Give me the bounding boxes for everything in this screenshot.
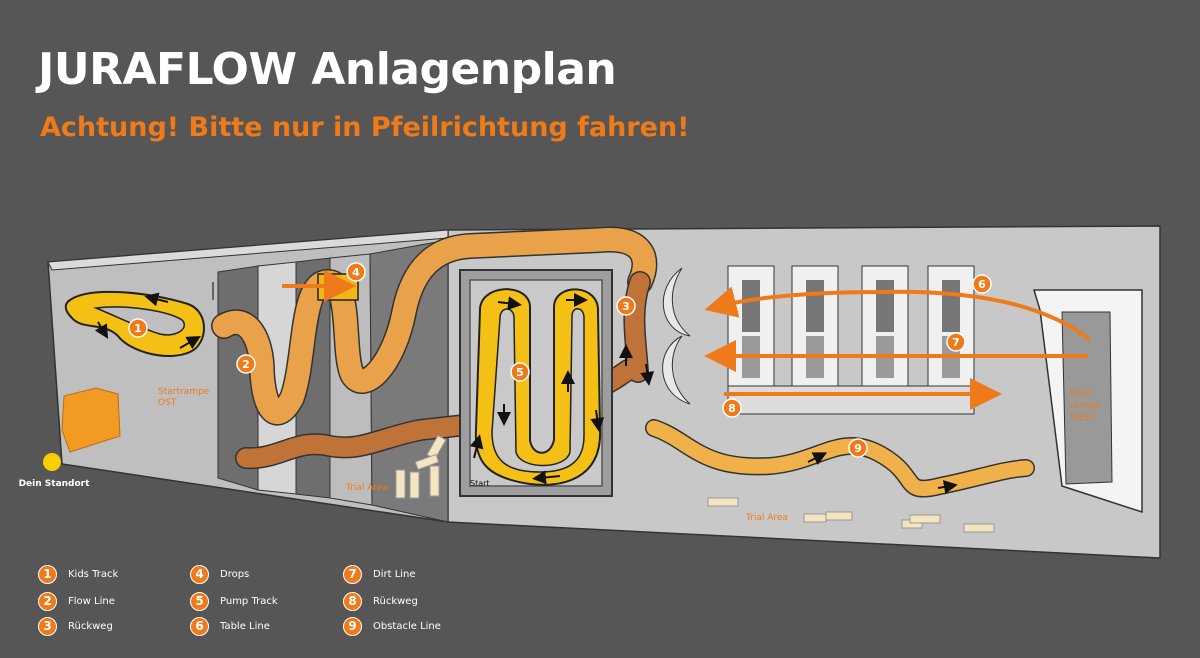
legend-item-6: 6 Table Line: [190, 616, 270, 636]
svg-text:6: 6: [978, 278, 986, 291]
legend-label: Table Line: [220, 620, 270, 632]
svg-text:2: 2: [242, 358, 250, 371]
table-line-arrow: [704, 286, 1092, 342]
legend-label: Flow Line: [68, 595, 115, 607]
svg-text:1: 1: [134, 322, 142, 335]
legend-label: Kids Track: [68, 568, 119, 580]
legend-number: 9: [343, 616, 362, 636]
map-marker-4: 4: [346, 262, 366, 282]
map-subtitle: Achtung! Bitte nur in Pfeilrichtung fahr…: [40, 112, 690, 143]
map-marker-5: 5: [510, 362, 530, 382]
legend-number: 4: [190, 564, 209, 584]
dein-standort-label: Dein Standort: [19, 479, 91, 489]
legend-item-5: 5 Pump Track: [190, 591, 278, 611]
legend-item-4: 4 Drops: [190, 564, 249, 584]
map-marker-3: 3: [616, 296, 636, 316]
map-marker-2: 2: [236, 354, 256, 374]
legend-item-2: 2 Flow Line: [38, 591, 115, 611]
trial-area-1-label: Trial Area: [345, 483, 388, 493]
standort-dot: [43, 453, 61, 471]
svg-text:9: 9: [854, 442, 862, 455]
legend-label: Obstacle Line: [373, 620, 441, 632]
legend-label: Rückweg: [373, 595, 418, 607]
legend-label: Drops: [220, 568, 250, 580]
startrampe-ost: [61, 387, 121, 453]
legend-item-9: 9 Obstacle Line: [343, 616, 441, 636]
trial-area-2-label: Trial Area: [745, 513, 788, 523]
legend-number: 3: [38, 616, 57, 636]
map-markers: 1 2 3 4 5 6 7 8 9: [128, 262, 992, 458]
berms: [662, 267, 691, 405]
map-marker-7: 7: [946, 332, 966, 352]
trial-area-1-obstacles: [395, 434, 447, 499]
legend-item-8: 8 Rückweg: [343, 591, 418, 611]
start-label: Start: [470, 479, 490, 488]
legend-label: Rückweg: [68, 620, 113, 632]
legend-number: 8: [343, 591, 362, 611]
map-title: JURAFLOW Anlagenplan: [38, 44, 617, 95]
legend-number: 5: [190, 591, 209, 611]
svg-text:5: 5: [516, 366, 524, 379]
legend-item-1: 1 Kids Track: [38, 564, 118, 584]
svg-text:4: 4: [352, 266, 360, 279]
svg-text:7: 7: [952, 336, 960, 349]
legend-label: Dirt Line: [373, 568, 416, 580]
map-marker-9: 9: [848, 438, 868, 458]
svg-text:8: 8: [728, 402, 736, 415]
svg-text:3: 3: [622, 300, 630, 313]
map-marker-8: 8: [722, 398, 742, 418]
legend-item-3: 3 Rückweg: [38, 616, 113, 636]
legend-label: Pump Track: [220, 595, 278, 607]
legend-number: 1: [38, 564, 57, 584]
legend-number: 2: [38, 591, 57, 611]
legend-item-7: 7 Dirt Line: [343, 564, 416, 584]
map-marker-1: 1: [128, 318, 148, 338]
legend-number: 6: [190, 616, 209, 636]
legend-number: 7: [343, 564, 362, 584]
table-line-structures: [727, 265, 975, 415]
map-marker-6: 6: [972, 274, 992, 294]
startrampe-ost-label: Startrampe OST: [158, 387, 212, 408]
trial-area-2-obstacles: [707, 497, 995, 533]
startrampe-west-label: Start- rampe WEST: [1070, 389, 1102, 423]
